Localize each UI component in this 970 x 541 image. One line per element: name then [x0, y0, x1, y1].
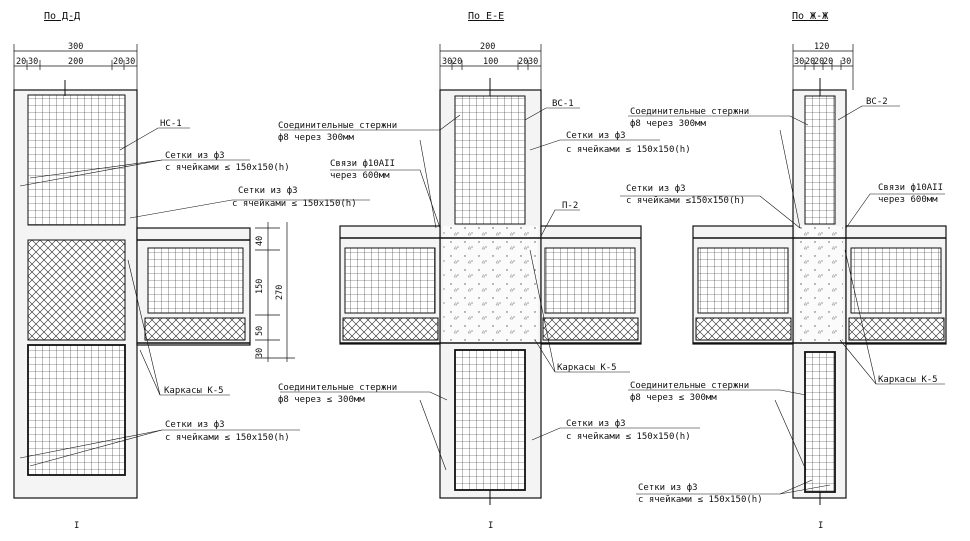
label-dd-mesh-bot-2: с ячейками ≤ 150х150(h) — [165, 433, 290, 443]
mesh-ee-bottom — [454, 349, 526, 491]
label-zz-mesh-2: с ячейками ≤150х150(h) — [626, 196, 745, 206]
dim-dd-5: 30 — [125, 57, 135, 67]
dim-dd-s3: 270 — [275, 285, 285, 300]
dim-zz-5: 30 — [841, 57, 851, 67]
label-ee-mesh-1: Сетки из ф3 — [566, 131, 626, 141]
mesh-dd-slab — [147, 247, 244, 314]
dim-zz-3: 20 — [814, 57, 824, 67]
mesh-zz-right — [850, 247, 942, 314]
dim-dd-3: 200 — [68, 57, 83, 67]
dim-dd-1: 20 — [16, 57, 26, 67]
junction-dd — [27, 239, 126, 341]
label-dd-mesh-bot-1: Сетки из ф3 — [165, 420, 225, 430]
axis-mark-ee: I — [488, 521, 493, 531]
label-zz-ties-2: через 600мм — [878, 195, 938, 205]
mesh-dd-bottom — [27, 344, 126, 476]
dim-ee-3: 100 — [483, 57, 498, 67]
label-zz-conn-1: Соединительные стержни — [630, 107, 749, 117]
mesh-dd-top — [27, 94, 126, 226]
dim-ee-5: 30 — [528, 57, 538, 67]
insulation-ee-left — [342, 317, 439, 341]
dim-dd-s5: 30 — [255, 348, 265, 358]
label-dd-mesh-top-1: Сетки из ф3 — [165, 151, 225, 161]
label-zz-mesh-1: Сетки из ф3 — [626, 184, 686, 194]
dim-ee-total: 200 — [480, 42, 495, 52]
label-zz-ties-1: Связи ф10АII — [878, 183, 943, 193]
dim-zz-1: 30 — [794, 57, 804, 67]
label-zz-cage: Каркасы К-5 — [878, 375, 938, 385]
dim-dd-s1: 40 — [255, 236, 265, 246]
mesh-zz-top — [804, 95, 836, 225]
label-ee-conn-b-1: Соединительные стержни — [278, 383, 397, 393]
section-zz-title: По Ж-Ж — [792, 11, 828, 22]
dim-dd-2: 30 — [28, 57, 38, 67]
label-ee-conn-b-2: ф8 через ≤ 300мм — [278, 395, 365, 405]
label-dd-mesh-top-2: с ячейками ≤ 150х150(h) — [165, 163, 290, 173]
section-dd-title: По Д-Д — [44, 11, 80, 22]
mesh-zz-bottom — [804, 351, 836, 493]
label-ee-vs1: ВС-1 — [552, 99, 574, 109]
mesh-zz-left — [697, 247, 789, 314]
axis-mark-dd: I — [74, 521, 79, 531]
insulation-dd — [144, 317, 246, 341]
section-dd: По Д-Д 300 20 30 200 20 30 — [13, 11, 370, 531]
label-zz-conn-b-1: Соединительные стержни — [630, 381, 749, 391]
section-ee: По Е-Е 200 30 20 100 20 30 Со — [278, 11, 700, 531]
section-zz: По Ж-Ж 120 30 20 20 20 30 Соединит — [620, 11, 947, 531]
label-zz-conn-2: ф8 через 300мм — [630, 119, 706, 129]
label-dd-mesh-mid-1: Сетки из ф3 — [238, 186, 298, 196]
dim-ee-1: 30 — [442, 57, 452, 67]
axis-mark-zz: I — [818, 521, 823, 531]
insulation-zz-left — [695, 317, 792, 341]
label-ee-ties-1: Связи ф10АII — [330, 159, 395, 169]
dim-zz-total: 120 — [814, 42, 829, 52]
dim-dd-4: 20 — [113, 57, 123, 67]
section-ee-title: По Е-Е — [468, 11, 504, 22]
label-ee-mesh-2: с ячейками ≤ 150х150(h) — [566, 145, 691, 155]
label-dd-nc1: НС-1 — [160, 119, 182, 129]
label-ee-mesh-b-1: Сетки из ф3 — [566, 419, 626, 429]
dim-zz-4: 20 — [823, 57, 833, 67]
label-zz-mesh-b-1: Сетки из ф3 — [638, 483, 698, 493]
mesh-ee-left — [344, 247, 436, 314]
label-zz-conn-b-2: ф8 через ≤ 300мм — [630, 393, 717, 403]
label-zz-mesh-b-2: с ячейками ≤ 150х150(h) — [638, 495, 763, 505]
label-ee-ties-2: через 600мм — [330, 171, 390, 181]
dim-dd-s4: 50 — [255, 326, 265, 336]
label-ee-mesh-b-2: с ячейками ≤ 150х150(h) — [566, 432, 691, 442]
insulation-ee-right — [542, 317, 639, 341]
label-dd-cage: Каркасы К-5 — [164, 386, 224, 396]
dim-dd-s2: 150 — [255, 279, 265, 294]
dim-dd-total: 300 — [68, 42, 83, 52]
label-ee-conn-1: Соединительные стержни — [278, 121, 397, 131]
label-dd-mesh-mid-2: с ячейками ≤ 150х150(h) — [232, 199, 357, 209]
dim-ee-4: 20 — [518, 57, 528, 67]
label-ee-conn-2: ф8 через 300мм — [278, 133, 354, 143]
label-ee-cage: Каркасы К-5 — [557, 363, 617, 373]
dim-ee-2: 20 — [452, 57, 462, 67]
label-ee-p2: П-2 — [562, 201, 578, 211]
mesh-ee-right — [544, 247, 636, 314]
mesh-ee-top — [454, 95, 526, 225]
insulation-zz-right — [848, 317, 945, 341]
dim-zz-2: 20 — [805, 57, 815, 67]
label-zz-vs2: ВС-2 — [866, 97, 888, 107]
